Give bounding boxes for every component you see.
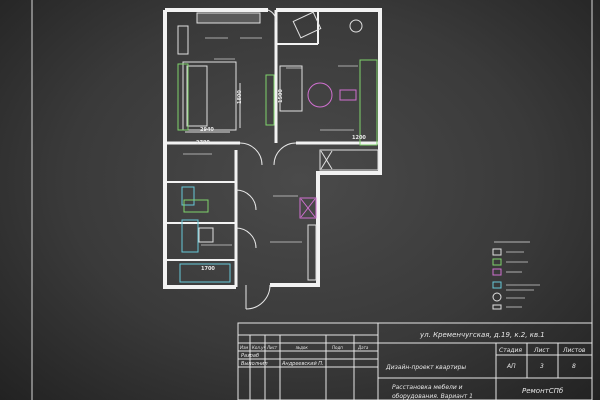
dim-kitchen-mid: 1500	[278, 89, 284, 103]
col-sheet-header: Лист	[533, 347, 550, 354]
doors	[235, 9, 297, 310]
col-hdr-3: Лист	[266, 345, 278, 350]
dimension-labels: 2940 1800 1500 1200 2780 1700	[196, 89, 366, 272]
row1-label: Разраб	[241, 353, 259, 359]
col-stage-header: Стадия	[499, 347, 522, 354]
title-sheet-line2: оборудования. Вариант 1	[392, 393, 473, 400]
row2-name: Андреевский П.	[281, 361, 324, 367]
col-hdr-2: Кол.уч	[252, 345, 266, 350]
dim-kitchen-bottom: 1200	[352, 135, 366, 141]
col-hdr-6: Дата	[357, 345, 369, 350]
sheets-value: 8	[572, 363, 576, 370]
hall-furniture	[299, 197, 317, 281]
sheet-value: 3	[540, 363, 544, 370]
dim-bedroom-width: 2940	[200, 127, 214, 133]
dim-bath-width: 1700	[201, 266, 215, 272]
title-block: ул. Кременчугская, д.19, к.2, кв.1 Дизай…	[237, 322, 593, 400]
title-sheet-line1: Расстановка мебели и	[392, 384, 463, 391]
bedroom-furniture	[177, 12, 275, 133]
title-address: ул. Кременчугская, д.19, к.2, кв.1	[419, 331, 545, 339]
legend	[492, 241, 540, 310]
walls	[163, 8, 382, 289]
col-hdr-5: Подп	[332, 345, 343, 350]
kitchen-furniture	[279, 11, 379, 171]
dim-bedroom-height: 1800	[237, 90, 243, 104]
col-hdr-1: Изм	[240, 345, 248, 350]
dim-hall-top: 2780	[196, 140, 210, 146]
floor-plan: 2940 1800 1500 1200 2780 1700	[163, 8, 382, 310]
title-project: Дизайн-проект квартиры	[385, 364, 466, 371]
company-name: РемонтСПб	[522, 387, 564, 395]
row2-label: Выполнил	[241, 361, 268, 367]
bathroom-furniture	[179, 186, 231, 283]
stage-value: АП	[506, 363, 516, 370]
sheet-frame	[31, 0, 593, 400]
col-sheets-header: Листов	[562, 347, 586, 354]
annotation-strokes	[183, 37, 358, 246]
col-hdr-4: №док	[295, 345, 308, 350]
